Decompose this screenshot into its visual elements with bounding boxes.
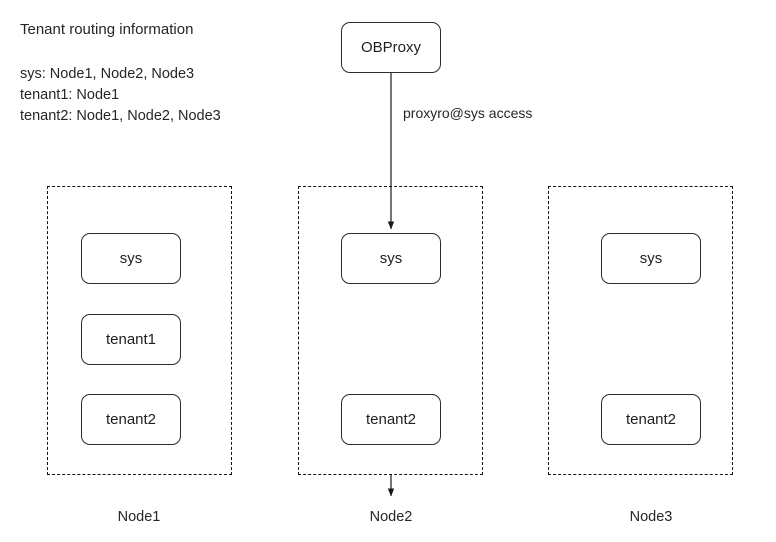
edge-label-proxyro-access: proxyro@sys access: [403, 105, 533, 121]
tenant-box-label: sys: [119, 250, 143, 267]
tenant-box-node1-sys[interactable]: sys: [81, 233, 181, 284]
tenant-box-label: sys: [639, 250, 663, 267]
node-caption-node3: Node3: [629, 509, 673, 525]
node-caption-node1: Node1: [117, 509, 161, 525]
node-container-node1: [47, 186, 232, 475]
node-container-node2: [298, 186, 483, 475]
legend-line-tenant2: tenant2: Node1, Node2, Node3: [20, 108, 221, 124]
tenant-box-label: tenant2: [365, 411, 417, 428]
tenant-box-node2-sys[interactable]: sys: [341, 233, 441, 284]
tenant-box-label: sys: [379, 250, 403, 267]
tenant-box-node1-tenant1[interactable]: tenant1: [81, 314, 181, 365]
obproxy-label: OBProxy: [360, 39, 421, 56]
tenant-box-node2-tenant2[interactable]: tenant2: [341, 394, 441, 445]
legend-title: Tenant routing information: [20, 21, 194, 38]
tenant-box-node1-tenant2[interactable]: tenant2: [81, 394, 181, 445]
node-container-node3: [548, 186, 733, 475]
tenant-box-label: tenant2: [105, 411, 157, 428]
legend-lines: sys: Node1, Node2, Node3 tenant1: Node1 …: [20, 64, 221, 127]
tenant-box-label: tenant2: [625, 411, 677, 428]
tenant-box-node3-sys[interactable]: sys: [601, 233, 701, 284]
tenant-box-node3-tenant2[interactable]: tenant2: [601, 394, 701, 445]
legend-line-sys: sys: Node1, Node2, Node3: [20, 66, 195, 82]
node-caption-node2: Node2: [369, 509, 413, 525]
tenant-box-label: tenant1: [105, 331, 157, 348]
obproxy-box[interactable]: OBProxy: [341, 22, 441, 73]
legend-line-tenant1: tenant1: Node1: [20, 87, 120, 103]
